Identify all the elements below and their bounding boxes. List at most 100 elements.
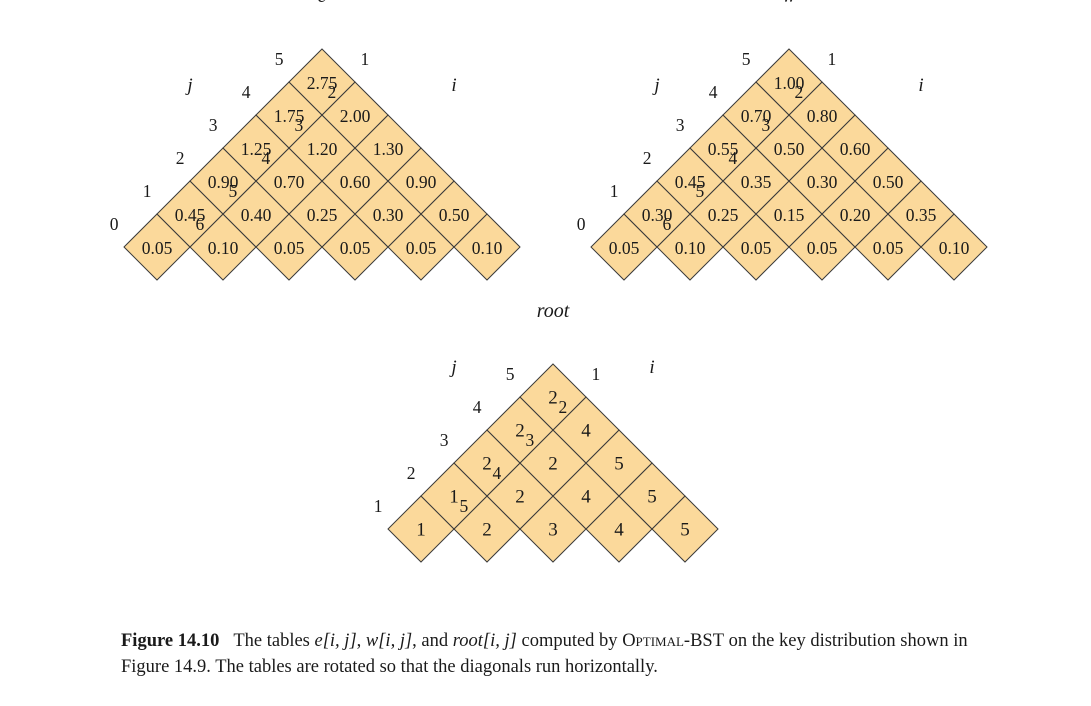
w-cell-value: 0.30 xyxy=(807,172,838,192)
w-j-index: 1 xyxy=(610,181,619,201)
w-cell-value: 0.10 xyxy=(939,238,970,258)
w-i-axis-label: i xyxy=(918,75,923,96)
e-i-index: 3 xyxy=(295,115,304,135)
e-i-index: 2 xyxy=(328,82,337,102)
root-i-axis-label: i xyxy=(649,357,654,378)
e-j-index: 1 xyxy=(143,181,152,201)
root-cell-value: 3 xyxy=(548,520,558,541)
w-cell-value: 0.50 xyxy=(774,139,805,159)
e-i-index: 5 xyxy=(229,181,238,201)
root-cell-value: 4 xyxy=(581,421,591,442)
w-table-title: w xyxy=(782,0,796,7)
root-cell-value: 4 xyxy=(581,487,591,508)
e-cell-value: 0.90 xyxy=(208,172,239,192)
w-j-index: 2 xyxy=(643,148,652,168)
e-i-axis-label: i xyxy=(451,75,456,96)
root-i-index: 2 xyxy=(559,397,568,417)
root-j-index: 3 xyxy=(440,430,449,450)
e-j-axis-label: j xyxy=(184,75,192,96)
w-cell-value: 0.05 xyxy=(609,238,640,258)
e-cell-value: 0.25 xyxy=(307,205,338,225)
caption-sep-2: , and xyxy=(412,631,453,651)
e-cell-value: 0.05 xyxy=(406,238,437,258)
e-j-index: 3 xyxy=(209,115,218,135)
w-cell-value: 1.00 xyxy=(774,73,805,93)
root-i-index: 4 xyxy=(493,463,502,483)
e-cell-value: 0.05 xyxy=(142,238,173,258)
caption-algorithm-name: Optimal-BST xyxy=(622,631,725,651)
w-cell-value: 0.20 xyxy=(840,205,871,225)
e-cell-value: 0.90 xyxy=(406,172,437,192)
w-cell-value: 0.05 xyxy=(741,238,772,258)
table-w xyxy=(590,48,988,281)
caption-label: Figure 14.10 xyxy=(121,631,220,651)
w-i-index: 5 xyxy=(696,181,705,201)
caption-root-ref: root[i, j] xyxy=(452,631,517,651)
root-cell-value: 5 xyxy=(614,454,624,475)
w-i-index: 1 xyxy=(828,49,837,69)
w-i-index: 2 xyxy=(795,82,804,102)
root-cell-value: 1 xyxy=(416,520,426,541)
root-j-index: 1 xyxy=(374,496,383,516)
root-cell-value: 2 xyxy=(482,520,492,541)
root-cell-value: 2 xyxy=(548,388,558,409)
e-cell-value: 0.05 xyxy=(340,238,371,258)
e-cell-value: 2.75 xyxy=(307,73,338,93)
e-cell-value: 1.20 xyxy=(307,139,338,159)
caption-e-ref: e[i, j] xyxy=(314,631,357,651)
e-j-index: 2 xyxy=(176,148,185,168)
w-cell xyxy=(755,48,823,116)
w-cell-value: 0.50 xyxy=(873,172,904,192)
root-cell xyxy=(519,363,587,431)
e-cell-value: 1.25 xyxy=(241,139,272,159)
e-cell-value: 0.40 xyxy=(241,205,272,225)
table-root xyxy=(387,363,719,563)
w-j-index: 0 xyxy=(577,214,586,234)
e-cell-value: 0.70 xyxy=(274,172,305,192)
w-i-index: 3 xyxy=(762,115,771,135)
e-cell xyxy=(288,48,356,116)
w-cell-value: 0.60 xyxy=(840,139,871,159)
root-j-index: 5 xyxy=(506,364,515,384)
table-e xyxy=(123,48,521,281)
e-cell-value: 0.10 xyxy=(472,238,503,258)
root-cell-value: 1 xyxy=(449,487,459,508)
root-cell-value: 5 xyxy=(680,520,690,541)
root-cell-value: 2 xyxy=(515,421,525,442)
w-cell-value: 0.10 xyxy=(675,238,706,258)
root-i-index: 5 xyxy=(460,496,469,516)
e-i-index: 1 xyxy=(361,49,370,69)
w-i-index: 4 xyxy=(729,148,738,168)
caption-text-1: The tables xyxy=(233,631,315,651)
root-j-index: 4 xyxy=(473,397,482,417)
e-i-index: 4 xyxy=(262,148,271,168)
caption-text-3: on the key distribution shown in Figure … xyxy=(121,631,968,677)
w-j-index: 3 xyxy=(676,115,685,135)
w-cell-value: 0.80 xyxy=(807,106,838,126)
w-cell-value: 0.05 xyxy=(873,238,904,258)
e-cell-value: 0.30 xyxy=(373,205,404,225)
w-j-index: 4 xyxy=(709,82,718,102)
e-cell-value: 2.00 xyxy=(340,106,371,126)
w-cell-value: 0.15 xyxy=(774,205,805,225)
e-j-index: 4 xyxy=(242,82,251,102)
root-i-index: 3 xyxy=(526,430,535,450)
e-j-index: 5 xyxy=(275,49,284,69)
w-cell-value: 0.35 xyxy=(741,172,772,192)
root-j-axis-label: j xyxy=(448,357,456,378)
w-cell-value: 0.70 xyxy=(741,106,772,126)
root-cell-value: 2 xyxy=(515,487,525,508)
e-cell-value: 0.50 xyxy=(439,205,470,225)
e-table-title: e xyxy=(318,0,327,7)
root-cell-value: 5 xyxy=(647,487,657,508)
w-cell-value: 0.45 xyxy=(675,172,706,192)
root-cell-value: 2 xyxy=(548,454,558,475)
e-cell-value: 0.60 xyxy=(340,172,371,192)
e-cell-value: 1.30 xyxy=(373,139,404,159)
e-cell-value: 0.10 xyxy=(208,238,239,258)
e-j-index: 0 xyxy=(110,214,119,234)
w-cell-value: 0.35 xyxy=(906,205,937,225)
e-cell-value: 0.45 xyxy=(175,205,206,225)
